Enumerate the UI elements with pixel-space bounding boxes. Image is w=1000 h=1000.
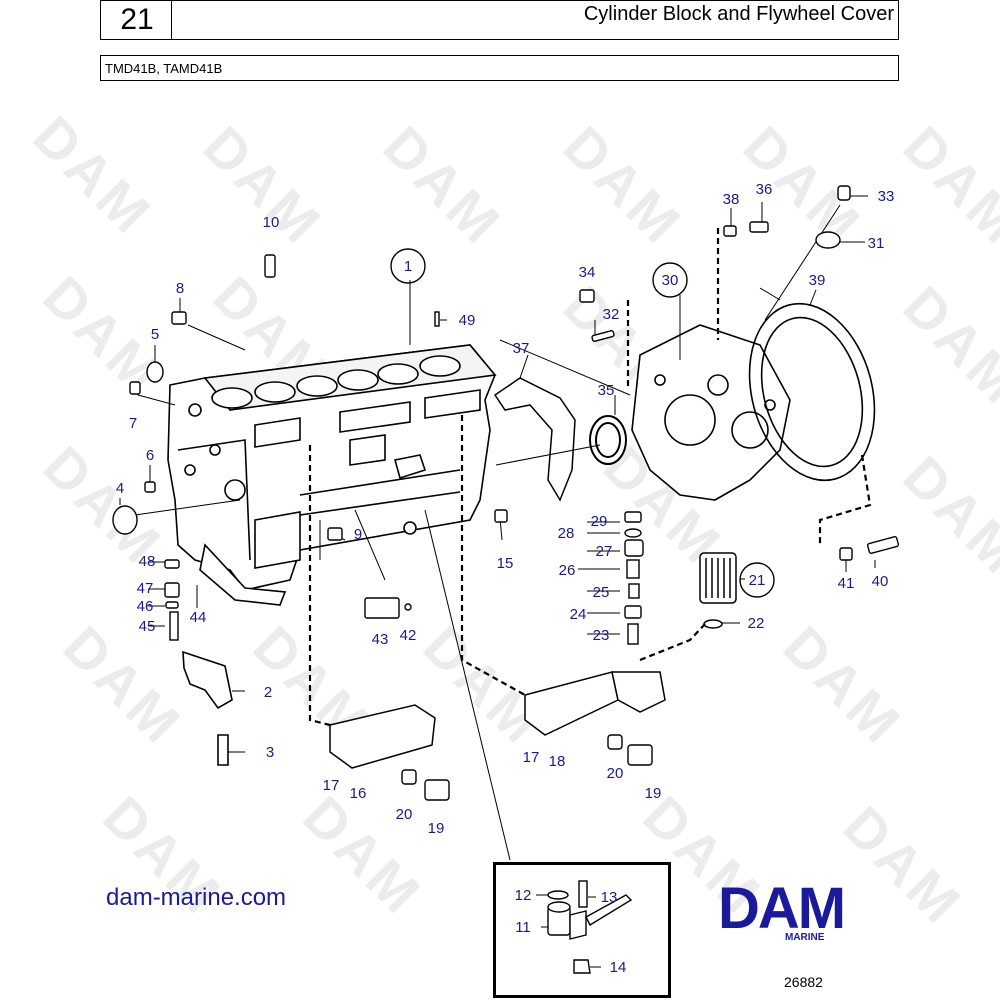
callout-13: 13 [601, 889, 618, 906]
watermark: DAM [892, 274, 1000, 417]
callout-29: 29 [591, 513, 608, 530]
callout-44: 44 [190, 609, 207, 626]
callout-32: 32 [603, 306, 620, 323]
callout-26: 26 [559, 562, 576, 579]
callout-33: 33 [878, 188, 895, 205]
callout-39: 39 [809, 272, 826, 289]
callout-8: 8 [176, 280, 184, 297]
callout-circles [390, 248, 775, 598]
callout-25: 25 [593, 584, 610, 601]
watermark: DAM [772, 614, 915, 757]
website-link[interactable]: dam-marine.com [106, 884, 287, 911]
callout-6: 6 [146, 447, 154, 464]
dam-marine-logo: DAM [718, 876, 846, 941]
watermark: DAM [192, 114, 335, 257]
callout-31: 31 [868, 235, 885, 252]
detail-inset: 11 12 13 14 [493, 862, 671, 998]
callout-41: 41 [838, 575, 855, 592]
callout-labels: 1 2 3 4 5 6 7 8 9 10 15 16 17 17 18 19 1… [116, 181, 895, 837]
callout-2: 2 [264, 684, 272, 701]
callout-9: 9 [354, 526, 362, 543]
section-number: 21 [120, 3, 154, 36]
flywheel-cover [748, 302, 876, 482]
callout-14: 14 [610, 959, 627, 976]
callout-21: 21 [749, 572, 766, 589]
oil-pan-gaskets [329, 671, 666, 769]
bearing-cap [182, 650, 233, 766]
watermark: DAM [892, 444, 1000, 587]
callout-28: 28 [558, 525, 575, 542]
callout-48: 48 [139, 553, 156, 570]
callout-23: 23 [593, 627, 610, 644]
callout-16: 16 [350, 785, 367, 802]
callout-12: 12 [515, 887, 532, 904]
callout-37: 37 [513, 340, 530, 357]
callout-3: 3 [266, 744, 274, 761]
callout-7: 7 [129, 415, 137, 432]
callout-20: 20 [607, 765, 624, 782]
callout-30: 30 [662, 272, 679, 289]
callout-19: 19 [428, 820, 445, 837]
callout-24: 24 [570, 606, 587, 623]
callout-36: 36 [756, 181, 773, 198]
callout-27: 27 [596, 543, 613, 560]
callout-49: 49 [459, 312, 476, 329]
callout-20: 20 [396, 806, 413, 823]
callout-19: 19 [645, 785, 662, 802]
image-code: 26882 [784, 974, 823, 990]
watermark-layer: DAM DAM DAM DAM DAM DAM DAM DAM DAM DAM … [22, 104, 1000, 937]
watermark: DAM [892, 114, 1000, 257]
callout-15: 15 [497, 555, 514, 572]
callout-17: 17 [323, 777, 340, 794]
section-number-box: 21 [100, 0, 172, 40]
logo-text: DAM [718, 876, 844, 941]
model-box: TMD41B, TAMD41B [100, 55, 899, 81]
title-box: Cylinder Block and Flywheel Cover [171, 0, 899, 40]
callout-17: 17 [523, 749, 540, 766]
watermark: DAM [372, 114, 515, 257]
model-list: TMD41B, TAMD41B [105, 61, 223, 76]
watermark: DAM [552, 114, 695, 257]
callout-38: 38 [723, 191, 740, 208]
leader-lines [119, 195, 876, 861]
callout-47: 47 [137, 580, 154, 597]
watermark: DAM [292, 784, 435, 927]
seal-35 [589, 415, 627, 465]
small-hardware [112, 185, 900, 801]
page-title: Cylinder Block and Flywheel Cover [583, 3, 894, 25]
callout-46: 46 [137, 598, 154, 615]
watermark: DAM [732, 114, 875, 257]
callout-40: 40 [872, 573, 889, 590]
callout-35: 35 [598, 382, 615, 399]
callout-1: 1 [404, 258, 412, 275]
flywheel-housing [631, 324, 791, 501]
callout-10: 10 [263, 214, 280, 231]
callout-18: 18 [549, 753, 566, 770]
inset-diagram: 11 12 13 14 [515, 880, 633, 976]
callout-4: 4 [116, 480, 124, 497]
logo-subtext: MARINE [785, 932, 825, 943]
oil-filter [699, 552, 737, 629]
callout-34: 34 [579, 264, 596, 281]
callout-5: 5 [151, 326, 159, 343]
callout-42: 42 [400, 627, 417, 644]
watermark: DAM [22, 104, 165, 247]
gasket-37 [493, 377, 576, 502]
callout-11: 11 [515, 919, 531, 936]
cylinder-block [167, 344, 497, 606]
callout-45: 45 [139, 618, 156, 635]
assembly-lines [308, 228, 872, 727]
callout-22: 22 [748, 615, 765, 632]
callout-43: 43 [372, 631, 389, 648]
